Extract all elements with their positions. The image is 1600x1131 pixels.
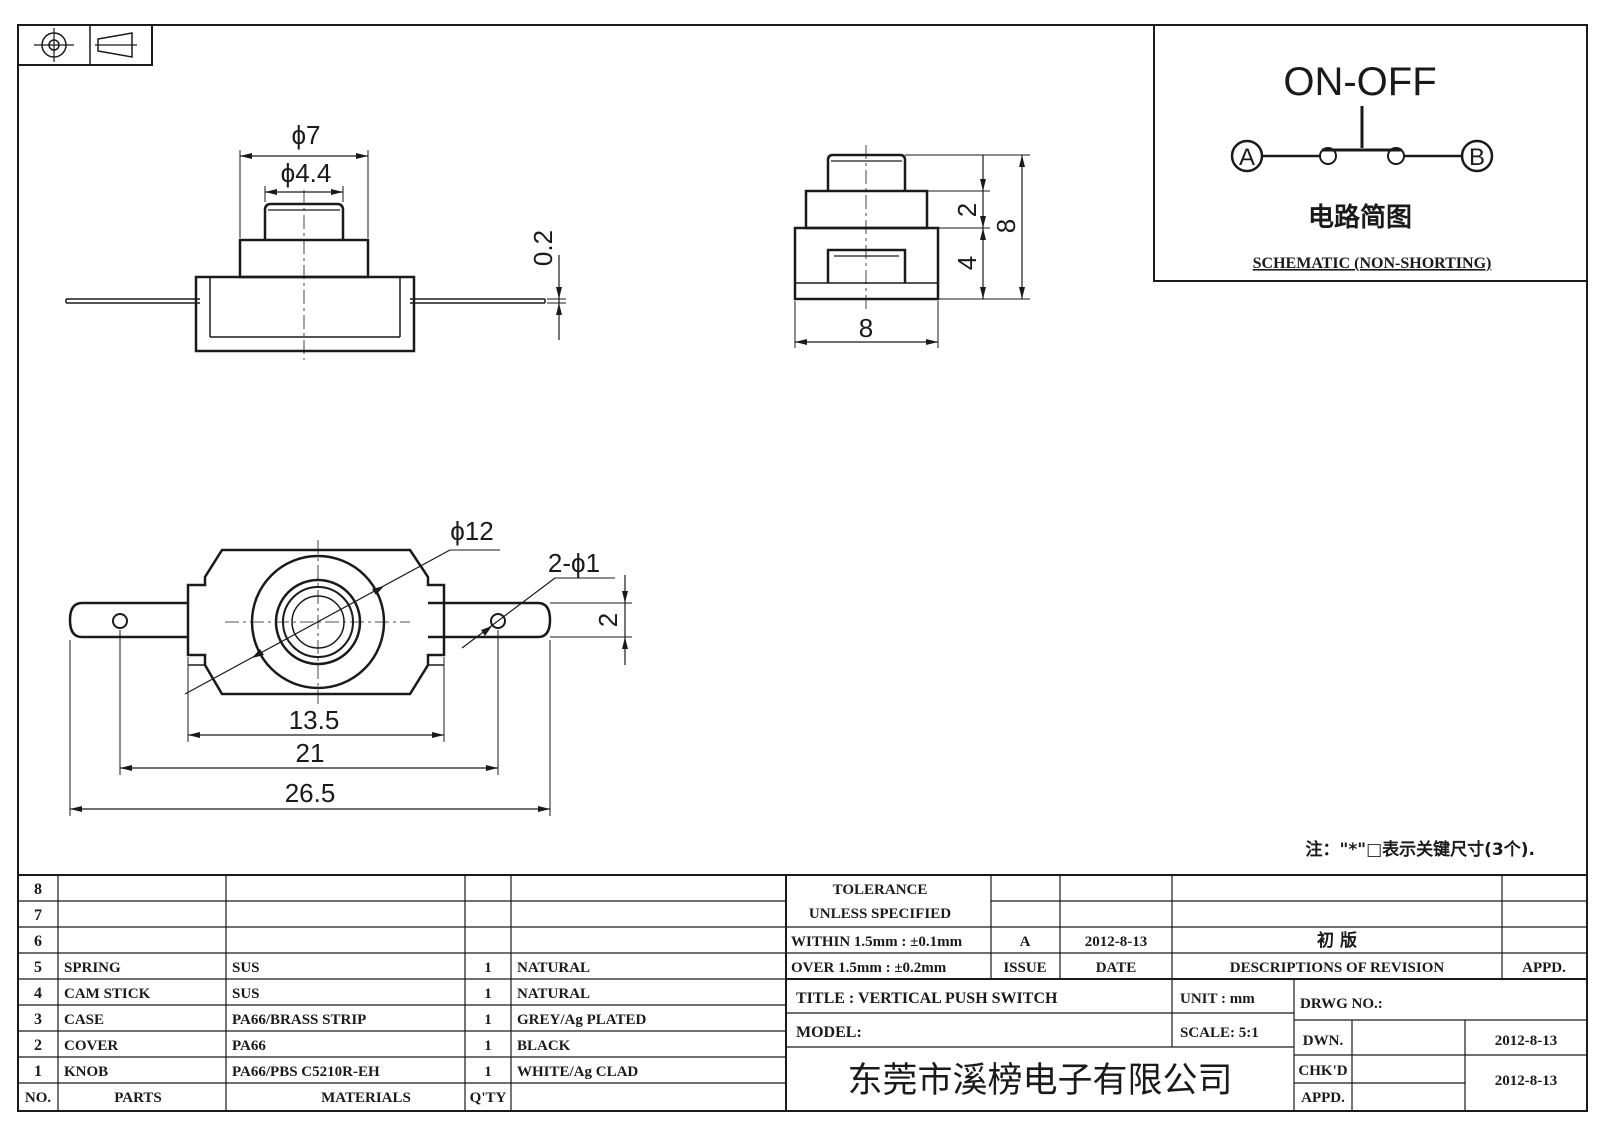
dwn-label: DWN.	[1303, 1033, 1344, 1049]
drawing-title: TITLE : VERTICAL PUSH SWITCH	[796, 990, 1058, 1007]
table-row: 3 CASE PA66/BRASS STRIP 1 GREY/Ag PLATED	[34, 1011, 646, 1028]
table-row: 2 COVER PA66 1 BLACK	[34, 1037, 571, 1054]
bom-no: 1	[34, 1063, 42, 1080]
front-view: ϕ7 ϕ4.4 0.2	[65, 120, 566, 360]
bom-finish: NATURAL	[517, 986, 590, 1002]
dim-side-width: 8	[859, 313, 873, 343]
model-label: MODEL:	[796, 1024, 862, 1041]
bom-part: KNOB	[64, 1064, 108, 1080]
tolerance-line2: UNLESS SPECIFIED	[809, 906, 951, 922]
table-row: 8	[34, 881, 42, 898]
schematic-title: ON-OFF	[1283, 60, 1436, 104]
bom-no: 8	[34, 881, 42, 898]
schematic-box: ON-OFF A B 电路简图 SCHEMATIC (NON-SHORTING)	[1153, 24, 1588, 282]
projection-symbol-icon	[17, 24, 153, 66]
bom-material: PA66/BRASS STRIP	[232, 1012, 366, 1028]
bom-no: 2	[34, 1037, 42, 1054]
side-view: 2 4 8 8	[793, 145, 1030, 348]
chk-date: 2012-8-13	[1495, 1073, 1558, 1089]
revision-date: 2012-8-13	[1085, 934, 1148, 950]
dim-bottom-dia: ϕ12	[450, 516, 493, 546]
revision-description: 初 版	[1317, 930, 1357, 951]
bom-qty: 1	[484, 1038, 492, 1054]
tolerance-line3: WITHIN 1.5mm : ±0.1mm	[791, 934, 963, 950]
bom-no: 3	[34, 1011, 42, 1028]
table-row: 1 KNOB PA66/PBS C5210R-EH 1 WHITE/Ag CLA…	[34, 1063, 638, 1080]
issue-label: ISSUE	[1003, 960, 1046, 976]
bom-no: 5	[34, 959, 42, 976]
revision-issue: A	[1020, 934, 1031, 950]
tolerance-line4: OVER 1.5mm : ±0.2mm	[791, 960, 947, 976]
bom-part: COVER	[64, 1038, 118, 1054]
dwn-date: 2012-8-13	[1495, 1033, 1558, 1049]
date-label: DATE	[1096, 960, 1137, 976]
dim-top-outer-dia: ϕ7	[291, 120, 320, 150]
table-row: 4 CAM STICK SUS 1 NATURAL	[34, 985, 590, 1002]
bom-material: PA66	[232, 1038, 266, 1054]
unit-label: UNIT : mm	[1180, 991, 1255, 1007]
dim-width-total: 26.5	[285, 778, 336, 808]
dim-side-bottom: 4	[952, 256, 982, 270]
dim-side-total: 8	[991, 219, 1021, 233]
bom-header-qty: Q'TY	[470, 1090, 507, 1106]
company-name: 东莞市溪榜电子有限公司	[847, 1061, 1232, 1101]
table-row: 7	[34, 907, 42, 924]
bom-header-no: NO.	[25, 1090, 52, 1106]
bom-material: SUS	[232, 986, 260, 1002]
dim-side-top: 2	[952, 203, 982, 217]
dim-width-holes: 21	[296, 738, 325, 768]
bom-qty: 1	[484, 986, 492, 1002]
key-dimension-note: 注："*"□表示关键尺寸(3个).	[1306, 839, 1536, 860]
scale-label: SCALE: 5:1	[1180, 1025, 1259, 1041]
dim-top-inner-dia: ϕ4.4	[281, 158, 332, 188]
title-block	[18, 874, 1587, 1111]
dim-lead-thickness: 0.2	[528, 230, 558, 266]
bottom-view: ϕ12 2-ϕ1 2 13.5 21 26.5	[68, 516, 632, 816]
bom-part: SPRING	[64, 960, 121, 976]
title-block-text: TITLE : VERTICAL PUSH SWITCH UNIT : mm D…	[796, 990, 1557, 1106]
chkd-label: CHK'D	[1298, 1063, 1347, 1079]
bom-table: 8 7 6 5 SPRING SUS 1 NATURAL 4 CAM STICK…	[25, 881, 647, 1106]
dim-hole-dia: 2-ϕ1	[548, 548, 600, 578]
bom-material: PA66/PBS C5210R-EH	[232, 1064, 380, 1080]
bom-qty: 1	[484, 960, 492, 976]
bom-finish: GREY/Ag PLATED	[517, 1012, 646, 1028]
terminal-a-label: A	[1239, 144, 1255, 171]
bom-no: 7	[34, 907, 42, 924]
bom-qty: 1	[484, 1064, 492, 1080]
tolerance-block: TOLERANCE UNLESS SPECIFIED WITHIN 1.5mm …	[791, 882, 963, 976]
bom-part: CAM STICK	[64, 986, 151, 1002]
bom-material: SUS	[232, 960, 260, 976]
terminal-b-icon	[1460, 139, 1494, 173]
appd-label: APPD.	[1522, 960, 1566, 976]
bom-header-parts: PARTS	[114, 1090, 162, 1106]
appd-block-label: APPD.	[1301, 1090, 1345, 1106]
table-row: 5 SPRING SUS 1 NATURAL	[34, 959, 590, 976]
schematic-caption: SCHEMATIC (NON-SHORTING)	[1253, 255, 1492, 272]
bom-finish: WHITE/Ag CLAD	[517, 1064, 638, 1080]
tolerance-line1: TOLERANCE	[833, 882, 928, 898]
table-row: 6	[34, 933, 42, 950]
bom-no: 6	[34, 933, 42, 950]
bom-header-materials: MATERIALS	[321, 1090, 411, 1106]
bom-qty: 1	[484, 1012, 492, 1028]
bom-finish: BLACK	[517, 1038, 571, 1054]
bom-part: CASE	[64, 1012, 104, 1028]
drwg-no-label: DRWG NO.:	[1300, 996, 1383, 1012]
bom-finish: NATURAL	[517, 960, 590, 976]
dim-width-body: 13.5	[289, 705, 340, 735]
schematic-chinese-caption: 电路简图	[1308, 202, 1412, 233]
terminal-b-label: B	[1469, 144, 1485, 171]
descriptions-label: DESCRIPTIONS OF REVISION	[1230, 960, 1445, 976]
dim-tab-height: 2	[593, 613, 623, 627]
revision-block: A 2012-8-13 初 版 ISSUE DATE DESCRIPTIONS …	[1003, 930, 1566, 976]
bom-no: 4	[34, 985, 42, 1002]
sheet-border	[17, 24, 1588, 1112]
